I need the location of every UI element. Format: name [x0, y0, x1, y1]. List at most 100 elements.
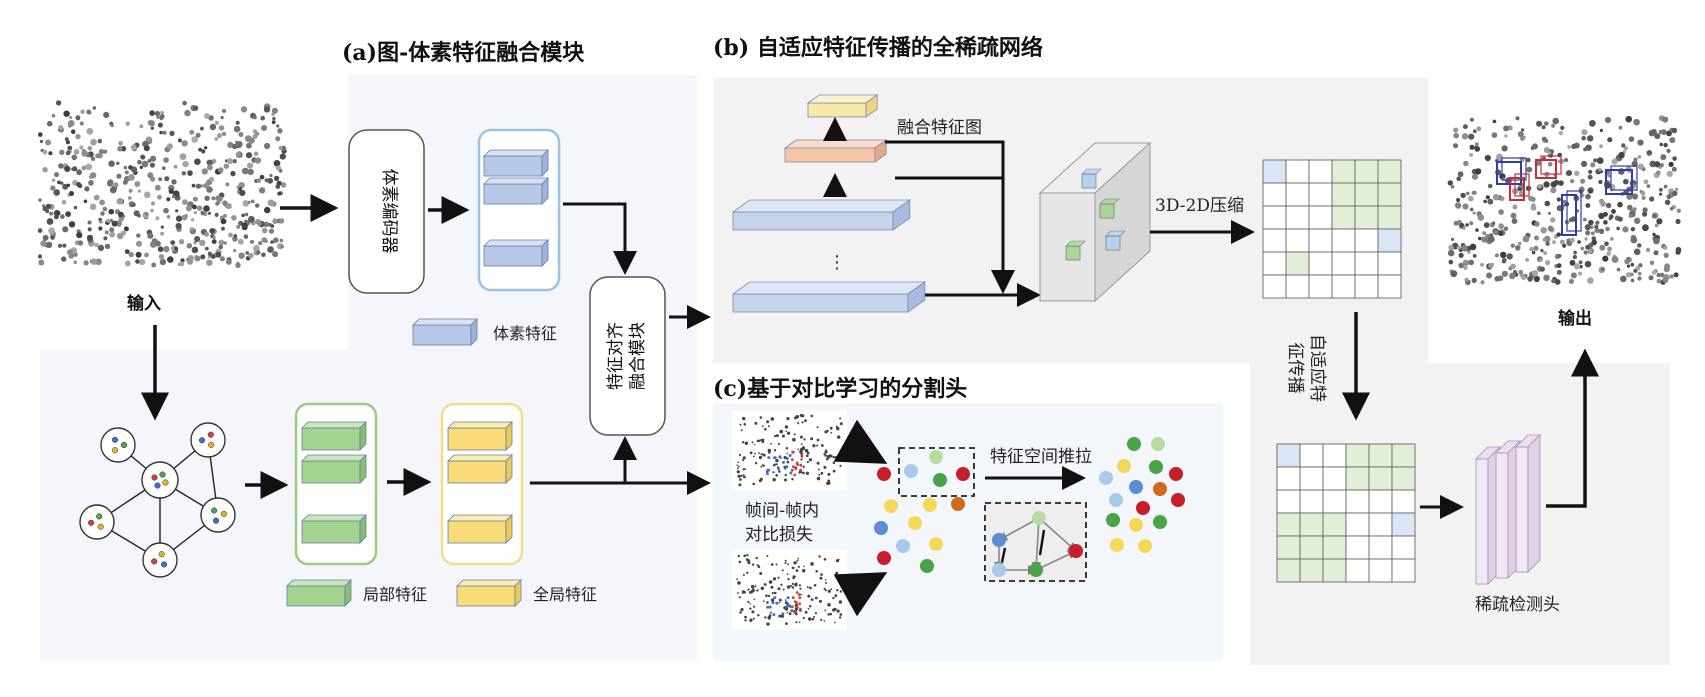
frame-point [823, 465, 827, 469]
point [1651, 270, 1657, 275]
point [232, 236, 238, 242]
graph-node-dot [212, 517, 220, 524]
point [90, 258, 98, 265]
point [261, 252, 266, 258]
point [1543, 251, 1548, 256]
grid-cell [1285, 159, 1310, 184]
point [80, 109, 85, 115]
embedding-dot [1117, 459, 1131, 473]
frame-point [757, 614, 760, 617]
frame-point [832, 461, 836, 465]
point [278, 218, 285, 224]
point [267, 199, 275, 207]
frame-point [747, 588, 750, 591]
voxel-bar-3-front [483, 245, 543, 267]
frame-point [740, 474, 743, 478]
point [1589, 120, 1596, 127]
point [1659, 163, 1664, 168]
point [1607, 137, 1613, 143]
point [272, 218, 279, 225]
point [150, 201, 156, 206]
voxel-legend-bar-front [412, 324, 472, 346]
point [83, 199, 88, 204]
point [116, 198, 124, 205]
global-bar-1-top [447, 421, 513, 429]
local-legend-bar [286, 579, 352, 607]
embedding-dot [933, 473, 947, 487]
point [1630, 236, 1638, 244]
point [67, 120, 75, 127]
point [157, 246, 164, 252]
frame-point [754, 452, 756, 455]
point [75, 133, 81, 140]
frame-point [835, 455, 839, 460]
point [192, 196, 198, 202]
frame-point [785, 622, 788, 625]
point [273, 237, 279, 243]
align-fusion-box [589, 276, 666, 436]
frame-point [761, 425, 764, 428]
point [1675, 187, 1679, 191]
arrow-frame-bottom [833, 572, 888, 617]
pushpull-dot [992, 533, 1006, 547]
point [1656, 170, 1661, 175]
point [233, 234, 237, 238]
point [1653, 237, 1660, 245]
point [1637, 271, 1642, 276]
point [242, 200, 250, 207]
grid-cell [1276, 466, 1301, 491]
point [221, 131, 227, 137]
point [1458, 252, 1464, 258]
frame-point [740, 608, 744, 612]
arrow-voxel-align [563, 202, 637, 275]
grid-cell [1345, 558, 1370, 583]
pyramid-level-3-front [732, 211, 894, 231]
point [77, 240, 84, 246]
point [56, 211, 61, 216]
graph-node-dot [151, 558, 158, 565]
point [159, 130, 163, 135]
embedding-dot [1129, 480, 1143, 494]
frame-point [778, 614, 782, 618]
point [211, 239, 217, 245]
point [58, 125, 64, 130]
contrastive-loss-label-1: 帧间-帧内 [745, 501, 819, 521]
point [1492, 221, 1496, 225]
point [37, 254, 43, 259]
point [245, 152, 253, 159]
point [182, 100, 187, 106]
point [1663, 252, 1669, 258]
point [145, 136, 153, 143]
contrastive-frame-bottom [732, 550, 847, 630]
point [139, 259, 146, 266]
voxel-bar-2-side [541, 177, 549, 205]
point [151, 262, 157, 268]
point [1593, 158, 1598, 163]
point [1550, 181, 1557, 188]
point [159, 258, 167, 266]
pyramid-level-2-front [784, 147, 876, 163]
frame-point-blue [773, 456, 777, 460]
point [1652, 213, 1657, 219]
local-bar-3 [301, 514, 367, 544]
frame-point [757, 565, 761, 568]
grid-cell [1368, 512, 1393, 537]
frame-point [787, 563, 790, 566]
arrow-frame-top [833, 419, 888, 464]
frame-point [800, 443, 803, 446]
point [93, 194, 100, 201]
cube-voxel-2 [1099, 203, 1115, 219]
local-legend-bar-front [286, 585, 346, 607]
point [1450, 237, 1455, 241]
frame-point-red [791, 465, 795, 468]
cube-voxel-1-top [1081, 168, 1102, 175]
point [1474, 168, 1482, 175]
point [248, 252, 254, 259]
point [227, 141, 234, 148]
point [83, 260, 89, 266]
point [1488, 263, 1494, 269]
point [162, 130, 167, 135]
point [128, 188, 133, 193]
point [1626, 256, 1631, 261]
point [214, 212, 219, 217]
